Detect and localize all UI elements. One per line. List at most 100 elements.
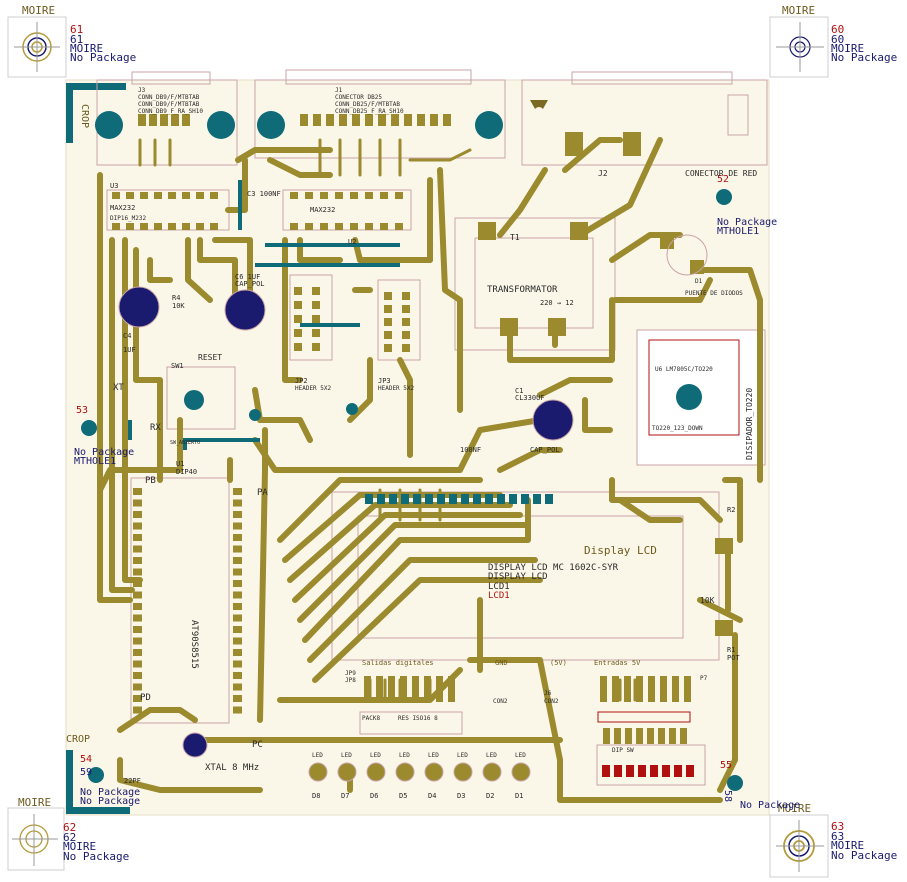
u3-pad [112,223,120,230]
j1-pad [378,114,386,126]
dip-switch [602,765,694,777]
reset-sub-label: SW_ABIERTO [170,440,200,446]
moire-marker-top-left [7,16,67,78]
pack8-label: RES ISO16 8 [398,715,438,722]
port-pa-label: PA [257,488,268,498]
mcu-pad [233,603,242,610]
transformer-val: 220 → 12 [540,299,574,307]
resistor-array [597,711,691,723]
lcd-pad [473,494,481,504]
j1-line-2: CONN_DB25/F/MTBTAB [335,101,400,108]
j2-name: CONECTOR DE RED [685,169,757,178]
crystal-label: XTAL 8 MHz [205,763,259,773]
lcd-header-pads [365,494,553,504]
u2-pad [320,223,328,230]
mcu-pad [133,660,142,668]
j1-line-1: CONECTOR DB25 [335,94,382,101]
port-pd-label: PD [140,693,151,703]
mcu-pad [233,499,242,507]
jp3-pad [384,318,392,326]
lcd-pad [401,494,409,504]
jp3-name: HEADER 5X2 [378,385,415,392]
salidas-pad [424,676,431,702]
con2-label-a: CON2 [493,698,508,705]
j1-pad [365,114,373,126]
jp2-pad [294,287,302,295]
pot-r1-name: POT [727,654,740,662]
led-label: D8 [312,792,320,800]
mcu-pad [133,580,142,587]
crop-label-bottom-left: CROP [66,734,90,745]
mthole-num-52: 52 [717,174,729,185]
con2-ref: J6 [544,690,552,697]
lcd-pad [449,494,457,504]
salidas-pad [376,676,383,702]
mcu-pad [133,683,142,691]
salidas-pad [412,676,419,702]
u3-pad [126,192,134,199]
lcd-pad [485,494,493,504]
mcu-pad [233,706,242,714]
j3-pad [160,114,168,126]
u3-pad [126,223,134,230]
mcu-pad [233,683,242,691]
led-word: LED [515,752,526,759]
cap-c1-val: CL330UF [515,394,545,402]
res-r4-val: 10K [172,302,185,310]
moire-name-tl: MOIRE [70,42,103,55]
transformer-label: TRANSFORMATOR [487,285,558,295]
u2-pad [380,192,388,199]
led-2 [337,762,357,782]
regulator-pkg: TO220_123_DOWN [652,425,703,432]
jp2-pad [294,301,302,309]
jp3-pad [402,292,410,300]
lcd-pad [413,494,421,504]
u2-pad [365,223,373,230]
led-4 [395,762,415,782]
led-label: D6 [370,792,378,800]
j1-pad [339,114,347,126]
lcd-pad [437,494,445,504]
led-label: D2 [486,792,494,800]
u2-ref: U2 [348,238,356,246]
jp3-pad [384,292,392,300]
salidas-pad [400,676,407,702]
j1-pad [404,114,412,126]
lcd-ref-label: DISPLAY LCD MC 1602C-SYR [488,563,619,573]
moire-labels: MOIRE 61 61 MOIRE No Package MOIRE 60 60… [18,4,897,863]
moire-num-a-bl: 62 [63,821,76,834]
j3-pad [171,114,179,126]
mcu-pad [233,511,242,518]
j1-pad [352,114,360,126]
j1-pad [443,114,451,126]
p7-ref: P7 [700,675,708,682]
lcd-pad [497,494,505,504]
u3-pad [140,223,148,230]
transformer-ref: T1 [510,233,520,242]
salidas-pad [448,676,455,702]
mthole-pkg-53: No Package [74,447,134,458]
led-label: D4 [428,792,436,800]
crop-bar-bottom-left-h [66,807,130,814]
mthole-num-54: 54 [80,754,92,765]
dip-pad [647,728,654,744]
mcu-pad [133,511,142,518]
pack8-ref: PACK8 [362,715,380,722]
sw1-ref: SW1 [171,362,184,370]
u2-pad [290,192,298,199]
lcd-pad [365,494,373,504]
jp2-pad [294,329,302,337]
moire-title-bl: MOIRE [18,796,51,809]
jp2-pad [312,315,320,323]
transformer-outline [454,217,616,351]
reset-label: RESET [198,353,222,362]
u3-pad [168,223,176,230]
mcu-pad [133,706,142,714]
con2-label-b: CON2 [544,698,559,705]
jp2-ref: JP2 [295,377,308,385]
jp2-pad [312,287,320,295]
u3-ref: U3 [110,182,118,190]
led-label: D7 [341,792,349,800]
crop-labels: CROP CROP [66,104,90,745]
